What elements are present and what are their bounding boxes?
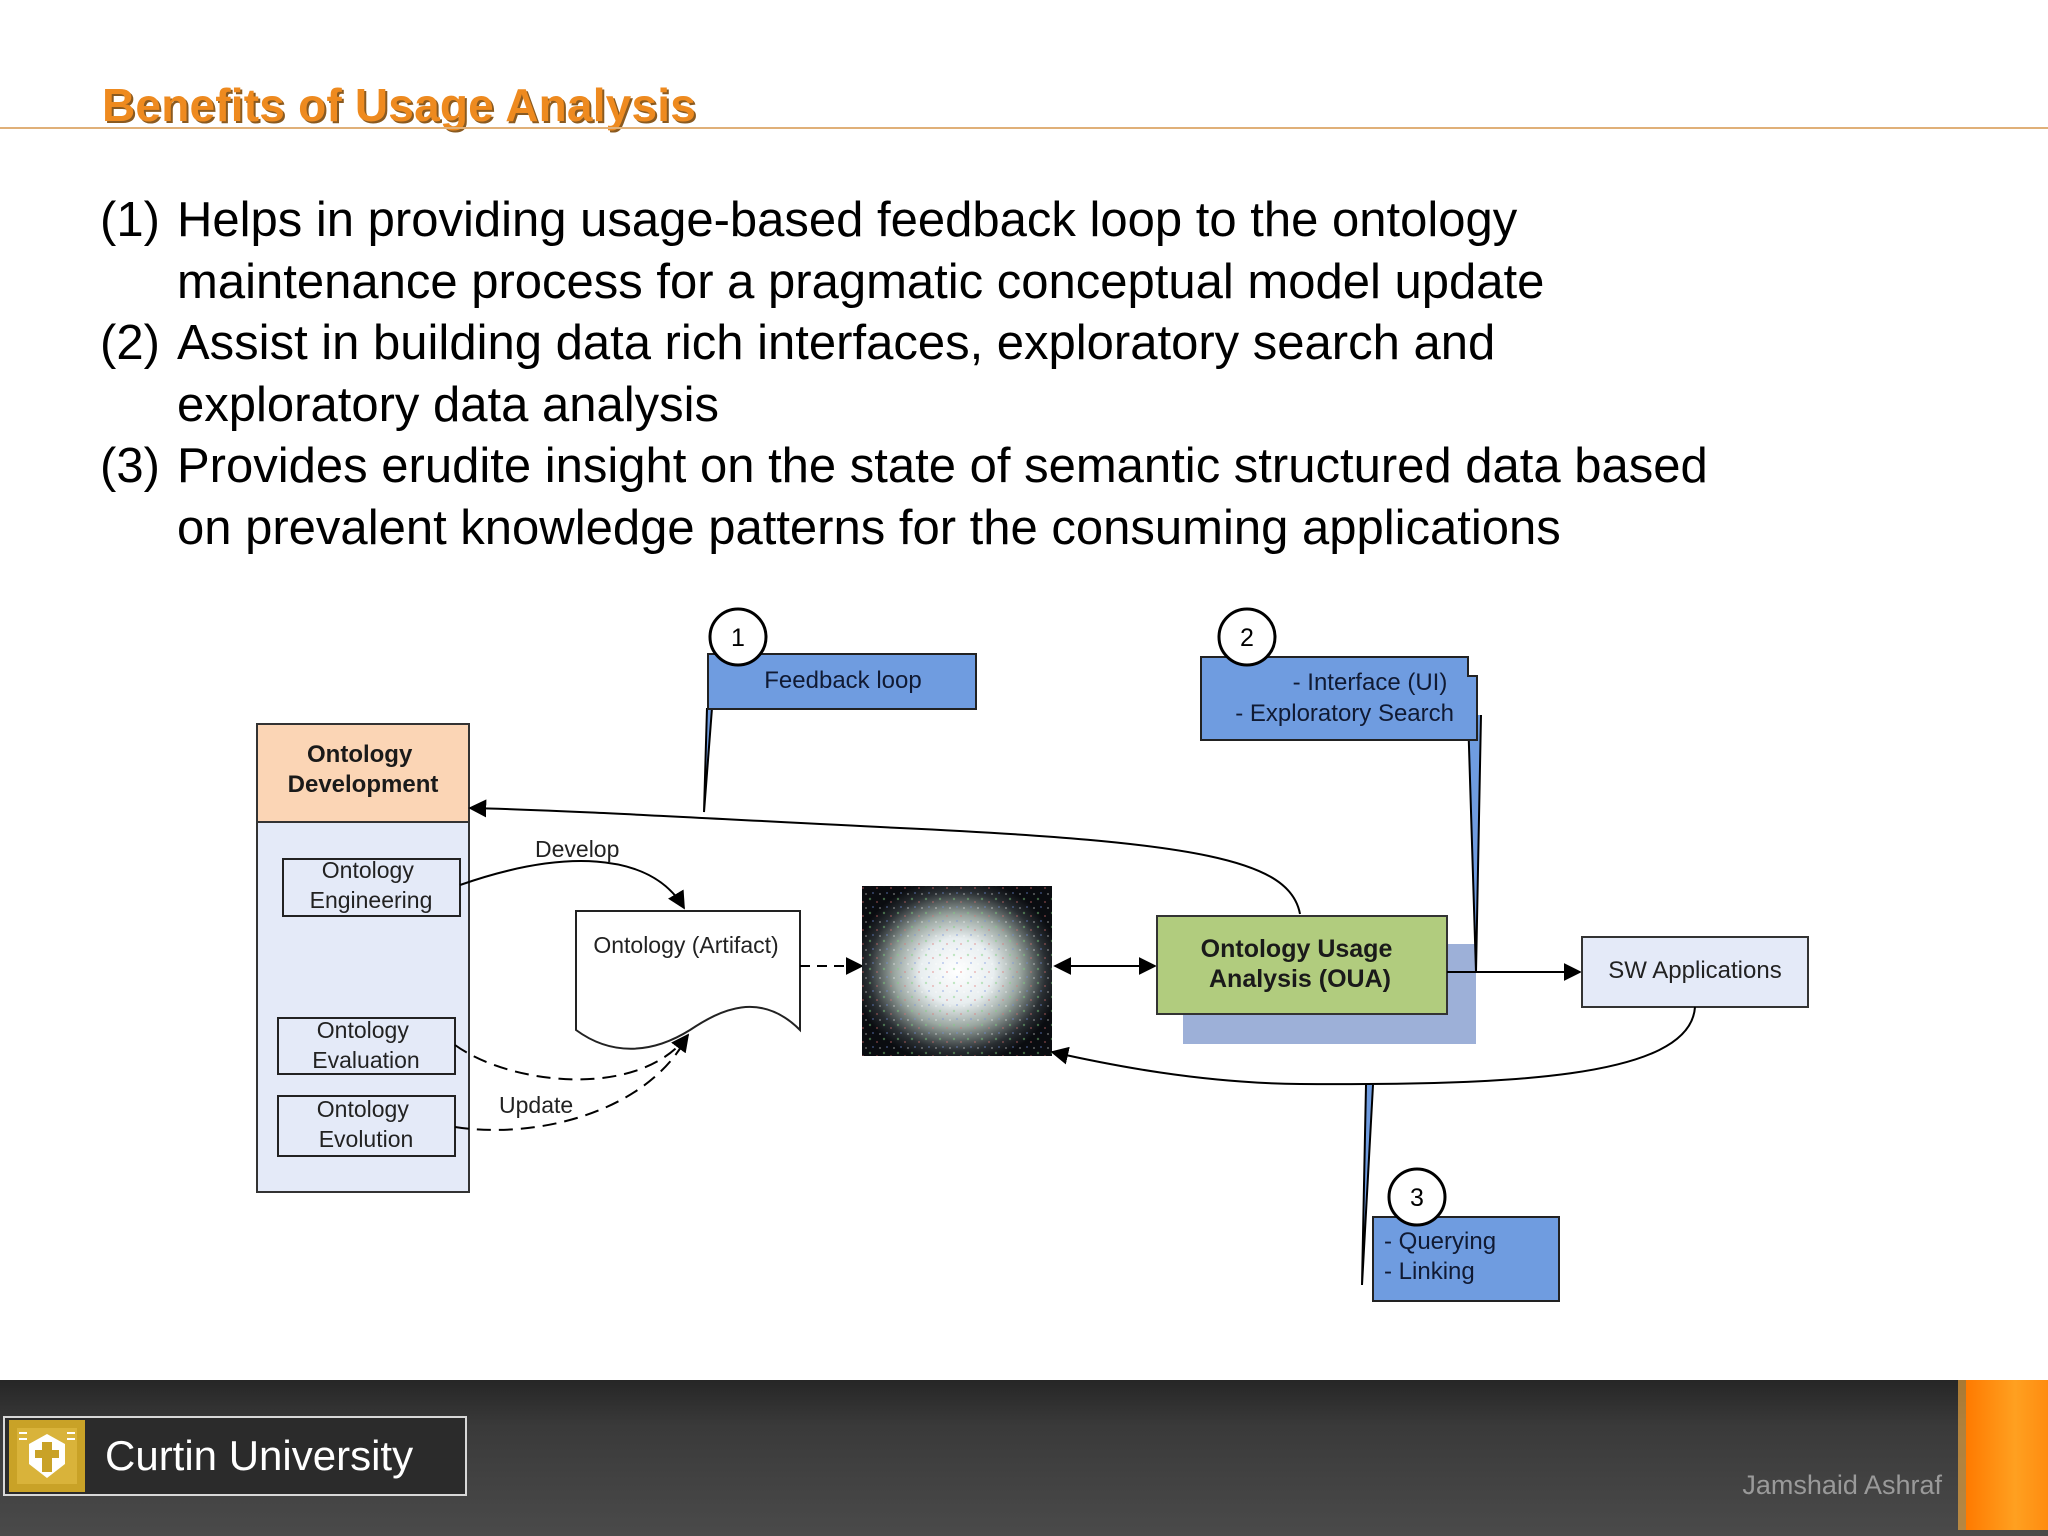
callout-1-text: Feedback loop bbox=[764, 667, 921, 694]
author-name: Jamshaid Ashraf bbox=[1742, 1470, 1942, 1500]
linked-data-speckle bbox=[862, 886, 1052, 1056]
footer-accent-bar bbox=[1966, 1380, 2048, 1530]
callout-2-badge bbox=[1217, 607, 1277, 667]
bullet-line: exploratory data analysis bbox=[177, 377, 720, 432]
bullet-number: (3) bbox=[100, 439, 160, 493]
bullet-line: Provides erudite insight on the state of… bbox=[177, 439, 1708, 493]
callout-3-number: 3 bbox=[1410, 1184, 1424, 1212]
bullet-point-2: (2) Assist in building data rich interfa… bbox=[100, 313, 2000, 436]
bullet-line: Helps in providing usage-based feedback … bbox=[177, 193, 1518, 247]
bullet-point-3: (3) Provides erudite insight on the stat… bbox=[100, 436, 2000, 559]
slide-title: Benefits of Usage Analysis bbox=[102, 79, 697, 131]
bullet-line: maintenance process for a pragmatic conc… bbox=[177, 254, 1545, 309]
sw-applications-label: SW Applications bbox=[1608, 957, 1781, 984]
slide-footer: Curtin University Jamshaid Ashraf bbox=[0, 1380, 2048, 1536]
artifact-document bbox=[575, 910, 801, 1050]
engineering-label: Ontology Engineering bbox=[310, 857, 433, 913]
development-header bbox=[256, 723, 470, 823]
callout-1-box bbox=[707, 653, 977, 710]
update-arrow-evolution bbox=[454, 1034, 689, 1131]
title-divider bbox=[0, 127, 2048, 129]
develop-label: Develop bbox=[535, 836, 619, 862]
bullet-number: (2) bbox=[100, 316, 160, 370]
crest-icon bbox=[9, 1420, 85, 1492]
callout-2-number: 2 bbox=[1240, 624, 1254, 652]
callout-3-badge bbox=[1387, 1167, 1447, 1227]
evaluation-box bbox=[277, 1017, 456, 1075]
callout-2-box bbox=[1200, 656, 1478, 741]
bullet-number: (1) bbox=[100, 193, 160, 247]
callout-2-text: - Interface (UI) - Exploratory Search bbox=[1235, 669, 1454, 727]
callout-3-text: - Querying - Linking bbox=[1384, 1228, 1503, 1285]
development-header-label: Ontology Development bbox=[288, 741, 439, 798]
feedback-arrow bbox=[468, 799, 1301, 915]
logo-text: Curtin University bbox=[105, 1432, 414, 1479]
callout-3-pointer bbox=[1361, 1084, 1374, 1286]
callout-3-box bbox=[1372, 1216, 1560, 1302]
bullet-list: (1) Helps in providing usage-based feedb… bbox=[100, 190, 2000, 559]
artifact-label: Ontology (Artifact) bbox=[593, 932, 778, 958]
evolution-label: Ontology Evolution bbox=[317, 1096, 415, 1152]
bullet-line: on prevalent knowledge patterns for the … bbox=[177, 500, 1561, 555]
usage-analysis-diagram: Ontology Development Ontology Engineerin… bbox=[256, 607, 1809, 1302]
callout-1-pointer bbox=[703, 707, 713, 813]
update-label: Update bbox=[499, 1092, 573, 1118]
oua-label: Ontology Usage Analysis (OUA) bbox=[1201, 935, 1400, 993]
oua-box bbox=[1156, 915, 1448, 1015]
callout-1-badge bbox=[708, 607, 768, 667]
engineering-box bbox=[282, 858, 461, 917]
update-arrow-evaluation bbox=[454, 1033, 690, 1081]
callout-1-number: 1 bbox=[731, 624, 745, 652]
callout-2-pointer bbox=[1467, 714, 1482, 973]
evaluation-label: Ontology Evaluation bbox=[312, 1017, 419, 1073]
develop-arrow bbox=[459, 860, 685, 910]
university-logo: Curtin University bbox=[3, 1416, 467, 1496]
bullet-point-1: (1) Helps in providing usage-based feedb… bbox=[100, 190, 2000, 313]
apps-to-data-arrow bbox=[1050, 1006, 1696, 1086]
evolution-box bbox=[277, 1095, 456, 1157]
bullet-line: Assist in building data rich interfaces,… bbox=[177, 316, 1496, 370]
footer-accent-stripe bbox=[1958, 1380, 1966, 1530]
